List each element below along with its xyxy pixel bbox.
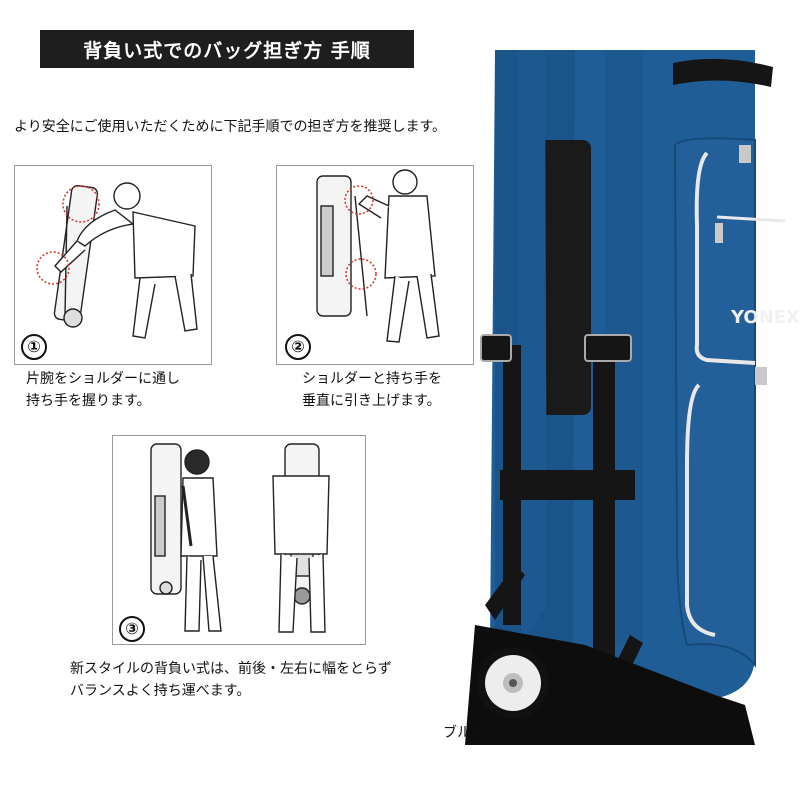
golf-bag-illustration: YONEX [465, 50, 800, 745]
step-2-illustration-panel: ② [276, 165, 474, 365]
golf-bag-photo: YONEX [455, 45, 800, 745]
intro-text: より安全にご使用いただくために下記手順での担ぎ方を推奨します。 [14, 119, 447, 135]
step-2-number: ② [285, 334, 311, 360]
step-3-caption-line1: 新スタイルの背負い式は、前後・左右に幅をとらず [70, 661, 392, 677]
step-3-illustration [150, 443, 330, 633]
step-3-caption-line2: バランスよく持ち運べます。 [70, 683, 251, 699]
step-2-illustration [316, 169, 440, 343]
step-2-caption: ショルダーと持ち手を 垂直に引き上げます。 [302, 368, 442, 412]
step-1-caption-line2: 持ち手を握ります。 [26, 393, 151, 409]
step-1-caption: 片腕をショルダーに通し 持ち手を握ります。 [26, 368, 180, 412]
step-1-number: ① [21, 334, 47, 360]
brand-logo: YONEX [730, 307, 800, 328]
step-2-caption-line2: 垂直に引き上げます。 [302, 393, 441, 409]
step-1-illustration [36, 182, 198, 339]
color-label: ブルー [443, 725, 485, 741]
step-1-caption-line1: 片腕をショルダーに通し [26, 371, 180, 387]
step-3-caption: 新スタイルの背負い式は、前後・左右に幅をとらず バランスよく持ち運べます。 [70, 658, 392, 702]
page-title: 背負い式でのバッグ担ぎ方 手順 [40, 30, 414, 68]
step-2-caption-line1: ショルダーと持ち手を [302, 371, 442, 387]
step-1-illustration-panel: ① [14, 165, 212, 365]
step-3-illustration-panel: ③ [112, 435, 366, 645]
step-3-number: ③ [119, 616, 145, 642]
